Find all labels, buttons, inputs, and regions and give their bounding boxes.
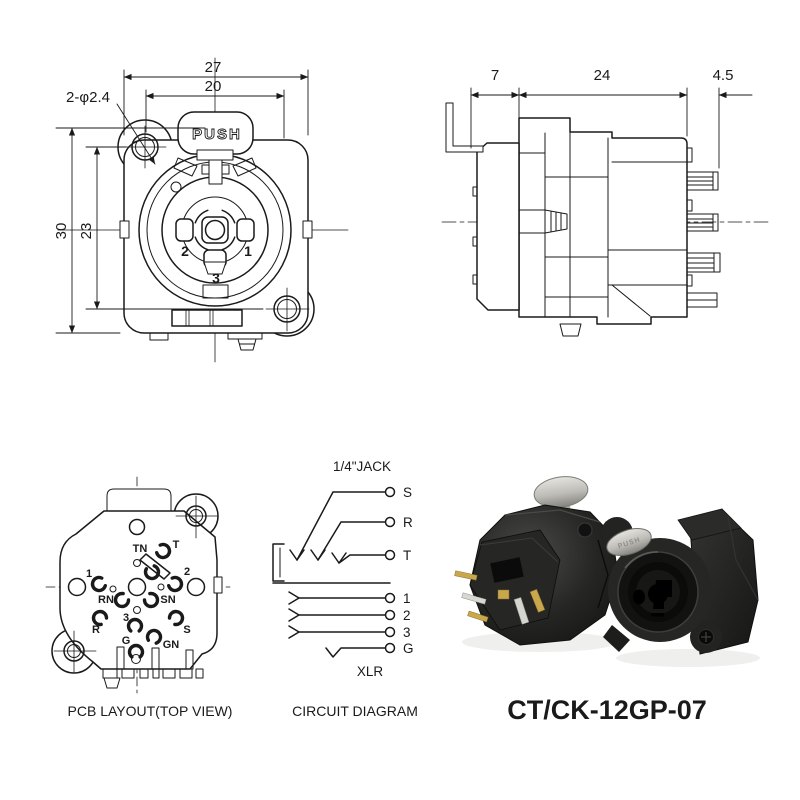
dim-7-label: 7 bbox=[491, 67, 499, 84]
bottom-pin-stub bbox=[237, 338, 257, 351]
pcb-diagonal-slot bbox=[139, 553, 171, 580]
pad-label-s: S bbox=[183, 624, 190, 636]
index-hole bbox=[170, 181, 182, 193]
latch-housing bbox=[196, 149, 234, 161]
pad-label-r: R bbox=[92, 624, 100, 636]
jack-terminal-r: R bbox=[403, 515, 413, 530]
pad-label-tn: TN bbox=[133, 543, 148, 555]
front-keyway-cutout bbox=[653, 580, 672, 609]
pcb-edge-notch bbox=[213, 576, 223, 594]
front-dimensions bbox=[55, 69, 309, 334]
mounting-hole-top-left bbox=[131, 133, 159, 161]
photo-connector-rear bbox=[454, 476, 619, 646]
pcb-bottom-comb bbox=[102, 646, 204, 689]
side-body bbox=[518, 117, 688, 325]
pcb-hole-left bbox=[67, 577, 87, 597]
bottom-cutout bbox=[202, 284, 229, 299]
side-terminals bbox=[686, 147, 721, 308]
photo-shadow-right bbox=[616, 649, 760, 667]
pcb-layout-view: TN T 1 2 RN SN R 3 S G GN PCB LAYOUT(TOP… bbox=[45, 476, 233, 719]
jack-center-hole bbox=[204, 219, 226, 241]
insert-wedges bbox=[194, 209, 236, 251]
xlr-contact-2 bbox=[175, 218, 194, 242]
jack-title: 1/4"JACK bbox=[333, 459, 391, 474]
latch-lever bbox=[445, 102, 484, 153]
circuit-lines bbox=[272, 491, 391, 658]
side-foot bbox=[559, 323, 582, 337]
front-flange-tab bbox=[603, 625, 630, 652]
front-pin2-label: 2 bbox=[181, 243, 189, 259]
xlr-terminal-3: 3 bbox=[403, 625, 411, 640]
latch-tongue bbox=[208, 159, 223, 185]
dim-20-label: 20 bbox=[205, 78, 222, 95]
model-label: CT/CK-12GP-07 bbox=[507, 695, 707, 725]
xlr-terminal-g: G bbox=[403, 641, 414, 656]
xlr-terminal-1: 1 bbox=[403, 591, 411, 606]
side-internal-lines bbox=[518, 131, 688, 318]
latch-plunger-cap bbox=[533, 476, 589, 508]
flange-notch-right bbox=[302, 220, 313, 239]
rear-black-component bbox=[490, 557, 524, 583]
bottom-tab-right bbox=[227, 332, 263, 340]
front-bottom-slot bbox=[651, 613, 664, 617]
xlr-contact-1 bbox=[236, 218, 255, 242]
pad-label-2: 2 bbox=[184, 566, 190, 578]
pcb-caption: PCB LAYOUT(TOP VIEW) bbox=[68, 703, 233, 719]
contact-3-stub bbox=[203, 261, 227, 275]
dim-45-label: 4.5 bbox=[713, 67, 734, 84]
front-push-button bbox=[606, 528, 652, 556]
front-pin-hole bbox=[633, 589, 645, 605]
rear-pins bbox=[454, 570, 546, 625]
xlr-terminal-2: 2 bbox=[403, 608, 411, 623]
dim-24-label: 24 bbox=[594, 67, 611, 84]
bottom-tab-left bbox=[149, 332, 169, 341]
pcb-mount-hole-top-right bbox=[185, 505, 207, 527]
pcb-hole-top bbox=[128, 518, 146, 536]
flange-notch-left bbox=[119, 220, 130, 239]
pad-label-1: 1 bbox=[86, 568, 92, 580]
push-button-label: PUSH bbox=[192, 126, 242, 143]
pcb-hole-right bbox=[186, 577, 206, 597]
pad-label-rn: RN bbox=[98, 594, 114, 606]
pad-label-gn: GN bbox=[163, 639, 180, 651]
dim-27-label: 27 bbox=[205, 59, 222, 76]
pad-label-t: T bbox=[173, 539, 180, 551]
pcb-top-tab bbox=[106, 488, 172, 512]
rear-top-screw bbox=[577, 522, 593, 538]
latch-wedge-left bbox=[173, 157, 198, 177]
product-photo: PUSH CT/CK-12GP-07 bbox=[454, 476, 760, 725]
pad-label-g: G bbox=[122, 635, 131, 647]
side-view: 7 24 4.5 bbox=[441, 67, 769, 337]
latch-wedge-right bbox=[232, 157, 257, 177]
pcb-g-pin bbox=[131, 654, 141, 664]
front-view: 2 1 3 PUSH 27 20 30 bbox=[53, 57, 349, 363]
dim-23-label: 23 bbox=[78, 223, 95, 240]
mounting-hole-bottom-right bbox=[273, 295, 301, 323]
front-pin1-label: 1 bbox=[244, 243, 252, 259]
front-body-top bbox=[677, 508, 742, 541]
circuit-diagram-view: 1/4"JACK bbox=[272, 459, 418, 719]
bottom-bar-ticks bbox=[185, 309, 214, 327]
circuit-caption: CIRCUIT DIAGRAM bbox=[292, 703, 418, 719]
pad-label-3: 3 bbox=[123, 612, 129, 624]
xlr-title: XLR bbox=[357, 664, 384, 679]
jack-terminal-s: S bbox=[403, 485, 412, 500]
front-pin3-label: 3 bbox=[212, 270, 220, 286]
side-dimensions bbox=[470, 87, 753, 169]
pcb-hole-center bbox=[127, 577, 147, 597]
pad-label-sn: SN bbox=[160, 594, 175, 606]
side-flange bbox=[476, 142, 520, 311]
dim-30-label: 30 bbox=[53, 223, 70, 240]
latch-detail bbox=[544, 209, 568, 234]
bottom-bar bbox=[171, 309, 243, 327]
jack-terminal-t: T bbox=[403, 548, 411, 563]
pcb-body-outline bbox=[59, 510, 218, 670]
pcb-mount-hole-bottom-left bbox=[63, 640, 85, 662]
dim-holes-label: 2-φ2.4 bbox=[66, 89, 110, 106]
circuit-terminals bbox=[384, 486, 396, 654]
photo-connector-front: PUSH bbox=[601, 508, 759, 655]
